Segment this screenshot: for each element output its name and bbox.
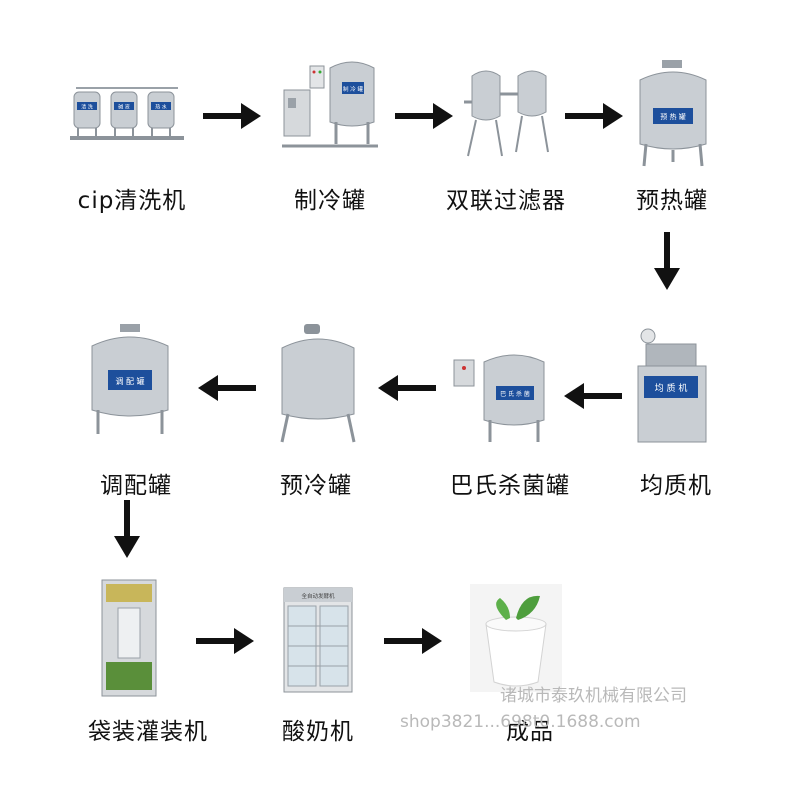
arrow-right-icon <box>395 103 453 129</box>
label-product: 成品 <box>506 719 554 745</box>
precool-tank-image <box>280 324 356 443</box>
cooling-tank-image: 制 冷 罐 <box>282 61 378 148</box>
pasteurizer-tank-image: 巴 氏 杀 菌 <box>453 354 545 442</box>
cooling-plate: 制 冷 罐 <box>343 85 363 93</box>
dual-filter-image <box>464 70 549 157</box>
watermark-company: 诸城市泰玖机械有限公司 <box>500 686 687 706</box>
homogenizer-image: 均 质 机 <box>637 328 707 443</box>
bag-filling-machine-image <box>101 579 157 697</box>
arrow-right-icon <box>384 628 442 654</box>
arrow-right-icon <box>196 628 254 654</box>
cip-plate-2: 碱 液 <box>118 104 130 111</box>
finished-yogurt-image <box>470 584 562 692</box>
arrow-left-icon <box>564 383 622 409</box>
blending-tank-image: 调 配 罐 <box>91 324 169 434</box>
label-pasteurizer: 巴氏杀菌罐 <box>450 473 570 499</box>
arrow-right-icon <box>565 103 623 129</box>
cip-cleaning-machine-image: 清 洗 碱 液 热 水 <box>70 87 184 140</box>
preheat-plate: 预 热 罐 <box>660 112 685 121</box>
preheat-tank-image: 预 热 罐 <box>639 60 707 167</box>
cip-plate-3: 热 水 <box>155 104 167 111</box>
label-cooling: 制冷罐 <box>294 188 366 214</box>
yogurt-machine-image: 全自动发酵机 <box>283 587 353 693</box>
label-filter: 双联过滤器 <box>446 188 566 214</box>
arrow-down-icon <box>114 500 140 558</box>
yogurt-plate: 全自动发酵机 <box>301 592 335 600</box>
arrow-left-icon <box>198 375 256 401</box>
label-bagfill: 袋装灌装机 <box>88 719 208 745</box>
label-cip: cip清洗机 <box>77 188 187 214</box>
label-homogenizer: 均质机 <box>640 473 712 499</box>
label-preheat: 预热罐 <box>636 188 708 214</box>
watermark-shop: shop3821...698t0.1688.com <box>400 712 641 732</box>
label-precool: 预冷罐 <box>280 473 352 499</box>
homogenizer-plate: 均 质 机 <box>655 382 688 394</box>
blending-plate: 调 配 罐 <box>115 376 144 386</box>
arrow-left-icon <box>378 375 436 401</box>
label-blending: 调配罐 <box>100 473 172 499</box>
arrow-right-icon <box>203 103 261 129</box>
arrow-down-icon <box>654 232 680 290</box>
pasteurizer-plate: 巴 氏 杀 菌 <box>500 390 530 398</box>
label-yogurt: 酸奶机 <box>282 719 354 745</box>
cip-plate-1: 清 洗 <box>81 104 93 111</box>
